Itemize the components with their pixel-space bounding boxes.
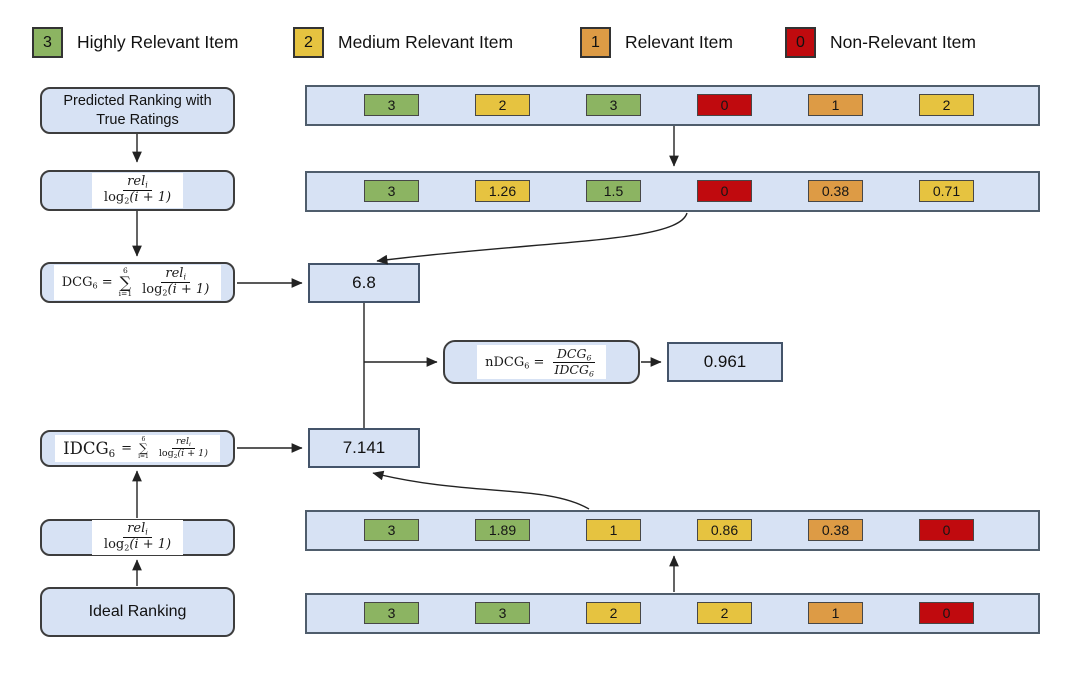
fraction: reli log2(i + 1): [142, 266, 210, 298]
item-chip: 2: [697, 602, 752, 624]
legend-item-non-relevant: 0 Non-Relevant Item: [785, 27, 976, 58]
discount-formula: reli log2(i + 1): [91, 520, 184, 555]
legend-value: 1: [591, 33, 600, 51]
ideal-ranking-box: Ideal Ranking: [40, 587, 235, 637]
predicted-ratings-row: 3 2 3 0 1 2: [305, 85, 1040, 126]
item-chip: 3: [475, 602, 530, 624]
predicted-ranking-label: Predicted Ranking with True Ratings: [63, 92, 212, 128]
ideal-ranking-label: Ideal Ranking: [88, 603, 187, 620]
ndcg-value-box: 0.961: [667, 342, 783, 382]
idcg-value-box: 7.141: [308, 428, 420, 468]
ndcg-formula-box: nDCG6 = DCG6 IDCG6: [443, 340, 640, 384]
legend-item-relevant: 1 Relevant Item: [580, 27, 733, 58]
item-chip: 1: [808, 602, 863, 624]
item-chip: 0.38: [808, 519, 863, 541]
ndcg-value: 0.961: [703, 352, 747, 371]
item-chip: 3: [364, 180, 419, 202]
item-chip: 1.26: [475, 180, 530, 202]
item-chip: 1: [586, 519, 641, 541]
connector-ideal-discounted-row-to-idcg-value: [372, 470, 590, 510]
legend-item-highly-relevant: 3 Highly Relevant Item: [32, 27, 238, 58]
item-chip: 0: [919, 602, 974, 624]
legend-value: 2: [304, 33, 313, 51]
fraction: reli log2(i + 1): [103, 174, 172, 206]
legend-label: Medium Relevant Item: [338, 32, 514, 52]
idcg-formula: IDCG6 = 6 ∑ i=1 reli log2(i + 1): [55, 434, 220, 463]
item-chip: 0.71: [919, 180, 974, 202]
dcg-formula: DCG6 = 6 ∑ i=1 reli log2(i + 1): [53, 265, 222, 300]
fraction: reli log2(i + 1): [103, 521, 172, 553]
predicted-ranking-box: Predicted Ranking with True Ratings: [40, 87, 235, 134]
ndcg-formula: nDCG6 = DCG6 IDCG6: [477, 345, 606, 379]
item-chip: 0.86: [697, 519, 752, 541]
legend-label: Highly Relevant Item: [77, 32, 239, 52]
connector-discounted-row-to-dcg-value: [376, 212, 688, 265]
legend-swatch-green: 3: [32, 27, 63, 58]
item-chip: 3: [364, 519, 419, 541]
fraction: DCG6 IDCG6: [552, 346, 596, 378]
item-chip: 1: [808, 94, 863, 116]
item-chip: 3: [364, 94, 419, 116]
summation-symbol: 6 ∑ i=1: [138, 435, 149, 461]
legend-swatch-orange: 1: [580, 27, 611, 58]
legend-swatch-red: 0: [785, 27, 816, 58]
discount-formula: reli log2(i + 1): [91, 173, 184, 208]
idcg-value: 7.141: [342, 438, 386, 457]
predicted-discounted-row: 3 1.26 1.5 0 0.38 0.71: [305, 171, 1040, 212]
dcg-value: 6.8: [352, 273, 376, 292]
item-chip: 3: [586, 94, 641, 116]
discount-formula-box-top: reli log2(i + 1): [40, 170, 235, 211]
ideal-ratings-row: 3 3 2 2 1 0: [305, 593, 1040, 634]
legend-label: Relevant Item: [625, 32, 733, 52]
legend-value: 0: [796, 33, 805, 51]
summation-symbol: 6 ∑ i=1: [118, 266, 133, 299]
item-chip: 0: [697, 94, 752, 116]
fraction: reli log2(i + 1): [158, 436, 208, 460]
legend-item-medium-relevant: 2 Medium Relevant Item: [293, 27, 513, 58]
dcg-value-box: 6.8: [308, 263, 420, 303]
ideal-discounted-row: 3 1.89 1 0.86 0.38 0: [305, 510, 1040, 551]
item-chip: 2: [919, 94, 974, 116]
item-chip: 0.38: [808, 180, 863, 202]
item-chip: 2: [475, 94, 530, 116]
discount-formula-box-bottom: reli log2(i + 1): [40, 519, 235, 556]
legend-swatch-yellow: 2: [293, 27, 324, 58]
dcg-formula-box: DCG6 = 6 ∑ i=1 reli log2(i + 1): [40, 262, 235, 303]
item-chip: 2: [586, 602, 641, 624]
item-chip: 1.89: [475, 519, 530, 541]
item-chip: 0: [919, 519, 974, 541]
legend-label: Non-Relevant Item: [830, 32, 976, 52]
item-chip: 0: [697, 180, 752, 202]
item-chip: 3: [364, 602, 419, 624]
idcg-formula-box: IDCG6 = 6 ∑ i=1 reli log2(i + 1): [40, 430, 235, 467]
legend-value: 3: [43, 33, 52, 51]
item-chip: 1.5: [586, 180, 641, 202]
